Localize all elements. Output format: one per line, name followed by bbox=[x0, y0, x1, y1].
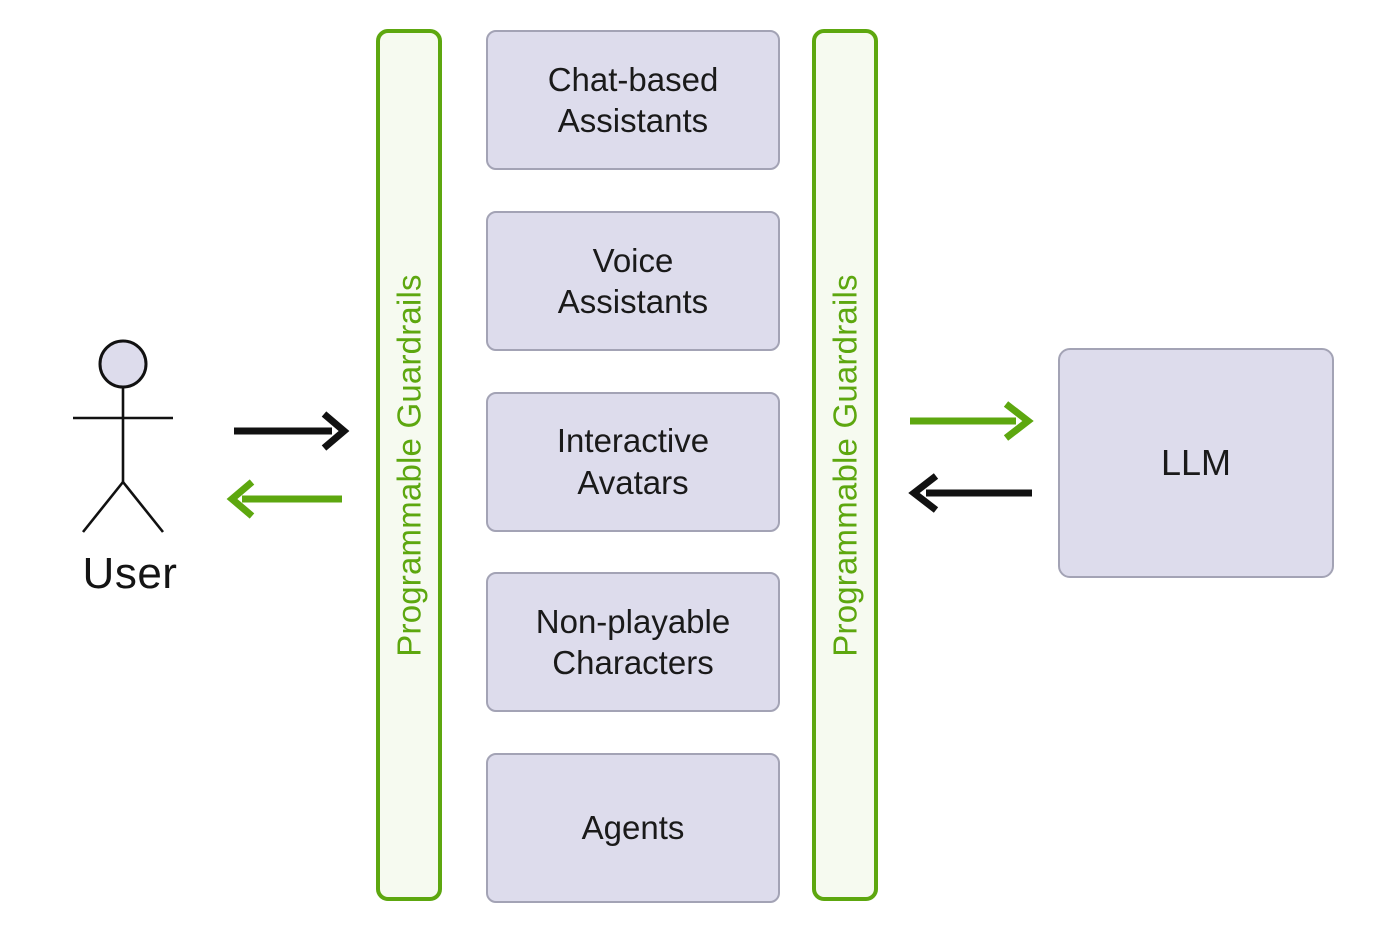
app-box-label: Non-playable Characters bbox=[535, 603, 731, 682]
llm-label: LLM bbox=[1160, 442, 1232, 483]
guardrail-left-label: Programmable Guardrails bbox=[390, 273, 428, 657]
stick-figure-person-icon bbox=[73, 339, 173, 533]
app-box-label: Agents bbox=[581, 809, 685, 847]
guardrail-right: Programmable Guardrails bbox=[812, 29, 878, 901]
llm-box[interactable]: LLM bbox=[1058, 348, 1334, 578]
app-box-chat-based-assistants[interactable]: Chat-based Assistants bbox=[486, 30, 780, 170]
app-box-voice-assistants[interactable]: Voice Assistants bbox=[486, 210, 780, 351]
user-actor: User bbox=[60, 330, 200, 600]
app-box-label: Chat-based Assistants bbox=[547, 60, 719, 139]
app-box-label: Voice Assistants bbox=[557, 241, 709, 320]
llm-to-guardrails-arrow bbox=[906, 470, 1036, 516]
guardrail-right-label: Programmable Guardrails bbox=[826, 273, 864, 657]
user-request-arrow bbox=[232, 408, 352, 454]
user-label: User bbox=[82, 549, 178, 598]
guardrails-to-llm-arrow bbox=[908, 398, 1038, 444]
application-stack: Chat-based Assistants Voice Assistants I… bbox=[486, 30, 780, 903]
app-box-label: Interactive Avatars bbox=[556, 422, 710, 501]
app-box-agents[interactable]: Agents bbox=[486, 753, 780, 903]
app-box-interactive-avatars[interactable]: Interactive Avatars bbox=[486, 391, 780, 532]
app-box-non-playable-characters[interactable]: Non-playable Characters bbox=[486, 572, 780, 713]
guardrails-response-arrow bbox=[224, 476, 344, 522]
guardrail-left: Programmable Guardrails bbox=[376, 29, 442, 901]
